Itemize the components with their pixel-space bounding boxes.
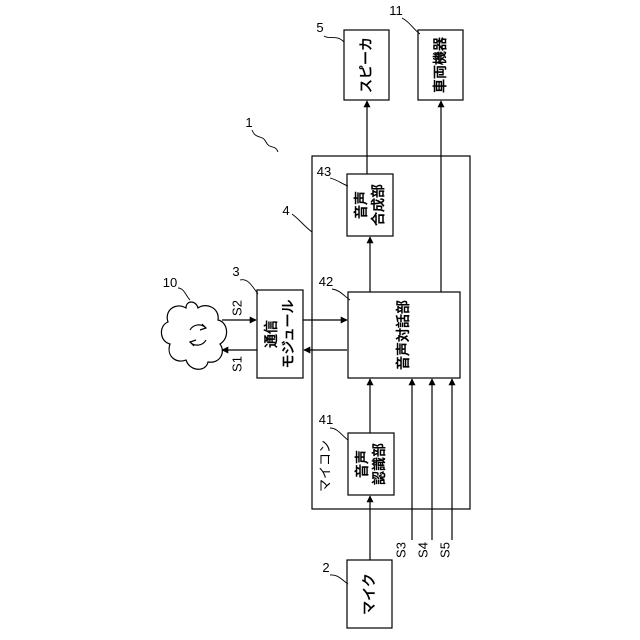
vehicle-device-label: 車両機器	[432, 36, 449, 93]
vehicle-device-ref: 11	[389, 3, 403, 18]
signal-s4-label: S4	[415, 542, 430, 558]
comm-module-label-line2: モジュール	[281, 299, 297, 368]
speech-dialogue-label: 音声対話部	[395, 300, 412, 370]
microphone-label: マイク	[362, 573, 378, 615]
speaker-ref: 5	[316, 20, 323, 35]
signal-s2-label: S2	[229, 300, 244, 316]
signal-s3-label: S3	[393, 542, 408, 558]
speech-recognition-label-line2: 認識部	[371, 443, 388, 485]
vehicle-device-leader	[402, 18, 420, 34]
speech-dialogue-ref: 42	[319, 274, 333, 289]
speech-recognition-label-line1: 音声	[354, 450, 371, 478]
system-leader	[252, 130, 278, 152]
speech-synthesis-leader	[330, 178, 348, 186]
comm-module-label-line1: 通信	[263, 320, 280, 348]
microphone-ref: 2	[322, 560, 329, 575]
speaker-label: スピーカ	[359, 37, 375, 93]
speech-dialogue-leader	[332, 289, 350, 300]
microcomputer-ref: 4	[282, 203, 289, 218]
comm-module-leader	[240, 280, 258, 294]
speech-synthesis-ref: 43	[317, 164, 331, 179]
cloud-leader	[178, 288, 190, 300]
signal-s5-label: S5	[437, 542, 452, 558]
speech-recognition-leader	[330, 428, 348, 440]
microphone-leader	[330, 575, 348, 584]
microcomputer-label: マイコン	[319, 440, 334, 492]
speech-synthesis-label-line2: 合成部	[370, 184, 387, 226]
speech-recognition-ref: 41	[319, 412, 333, 427]
system-ref: 1	[245, 115, 252, 130]
microcomputer-leader	[292, 214, 312, 232]
speaker-leader	[324, 36, 344, 42]
speech-synthesis-label-line1: 音声	[353, 191, 370, 219]
cloud-shape	[161, 302, 226, 369]
signal-s1-label: S1	[229, 356, 244, 372]
cloud-ref: 10	[163, 275, 177, 290]
comm-module-ref: 3	[232, 264, 239, 279]
